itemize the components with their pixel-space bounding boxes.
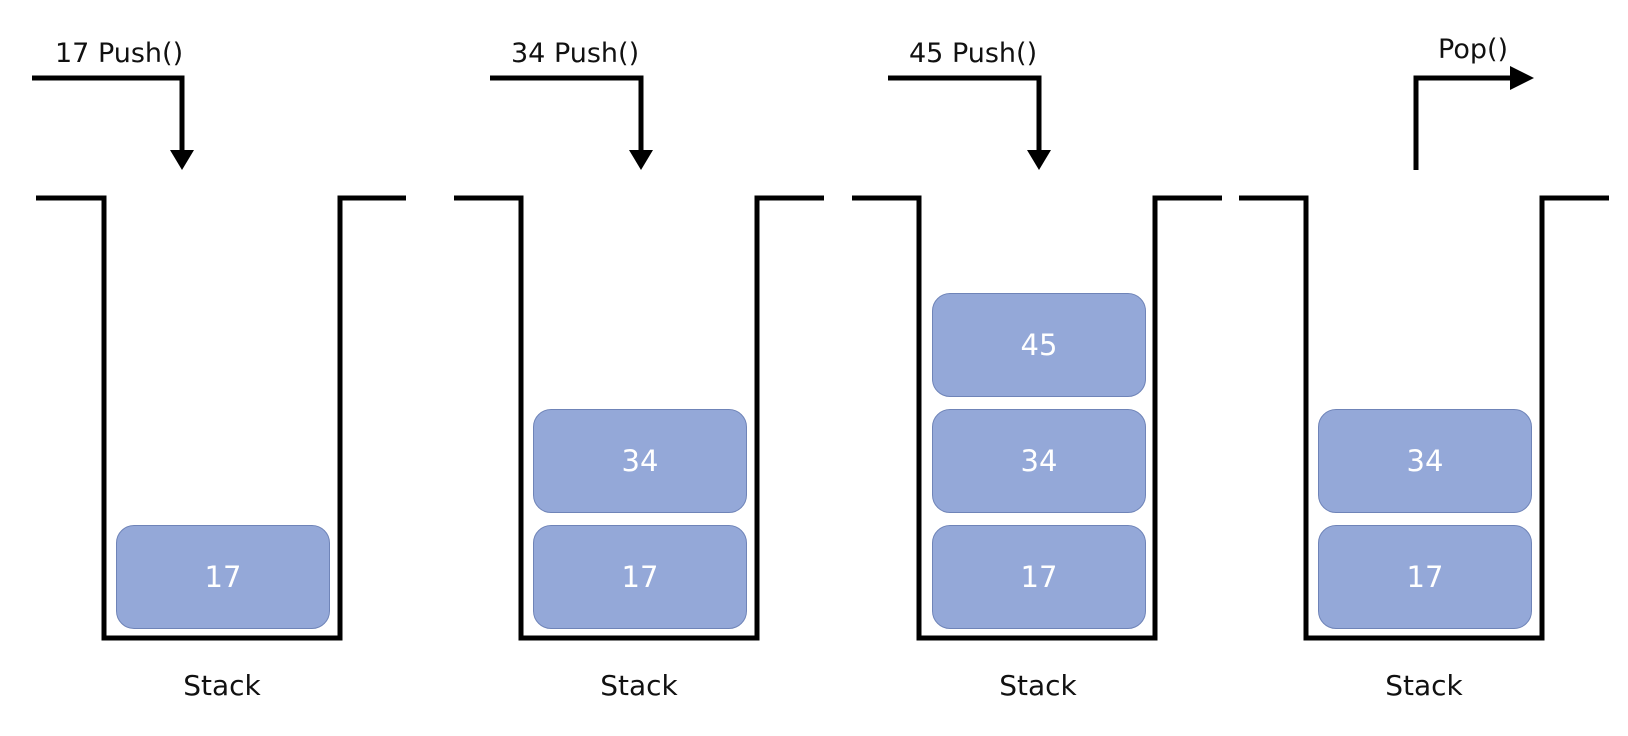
stack-block: 34 — [932, 409, 1146, 513]
stack-caption: Stack — [600, 669, 678, 702]
stack-caption: Stack — [999, 669, 1077, 702]
stack-panel-3: 45 Push() 17 34 45 Stack — [852, 38, 1222, 702]
stack-block: 34 — [1318, 409, 1532, 513]
operation-label: 34 Push() — [511, 38, 640, 69]
push-arrow-icon — [32, 75, 194, 170]
stack-panel-2: 34 Push() 17 34 Stack — [454, 38, 824, 702]
push-arrow-icon — [490, 75, 653, 170]
operation-label: 17 Push() — [55, 38, 184, 69]
stack-caption: Stack — [1385, 669, 1463, 702]
stack-container — [1239, 195, 1609, 641]
stack-container — [36, 195, 406, 641]
push-arrow-icon — [888, 75, 1051, 170]
stack-block: 17 — [1318, 525, 1532, 629]
operation-label: 45 Push() — [909, 38, 1038, 69]
stack-block: 17 — [533, 525, 747, 629]
operation-label: Pop() — [1438, 34, 1509, 65]
stack-container — [852, 195, 1222, 641]
stack-block: 17 — [932, 525, 1146, 629]
stack-block: 45 — [932, 293, 1146, 397]
pop-arrow-icon — [1413, 66, 1534, 170]
stack-panel-1: 17 Push() 17 Stack — [0, 0, 410, 736]
stack-caption: Stack — [183, 669, 261, 702]
stack-block: 34 — [533, 409, 747, 513]
stack-container — [454, 195, 824, 641]
stack-block: 17 — [116, 525, 330, 629]
